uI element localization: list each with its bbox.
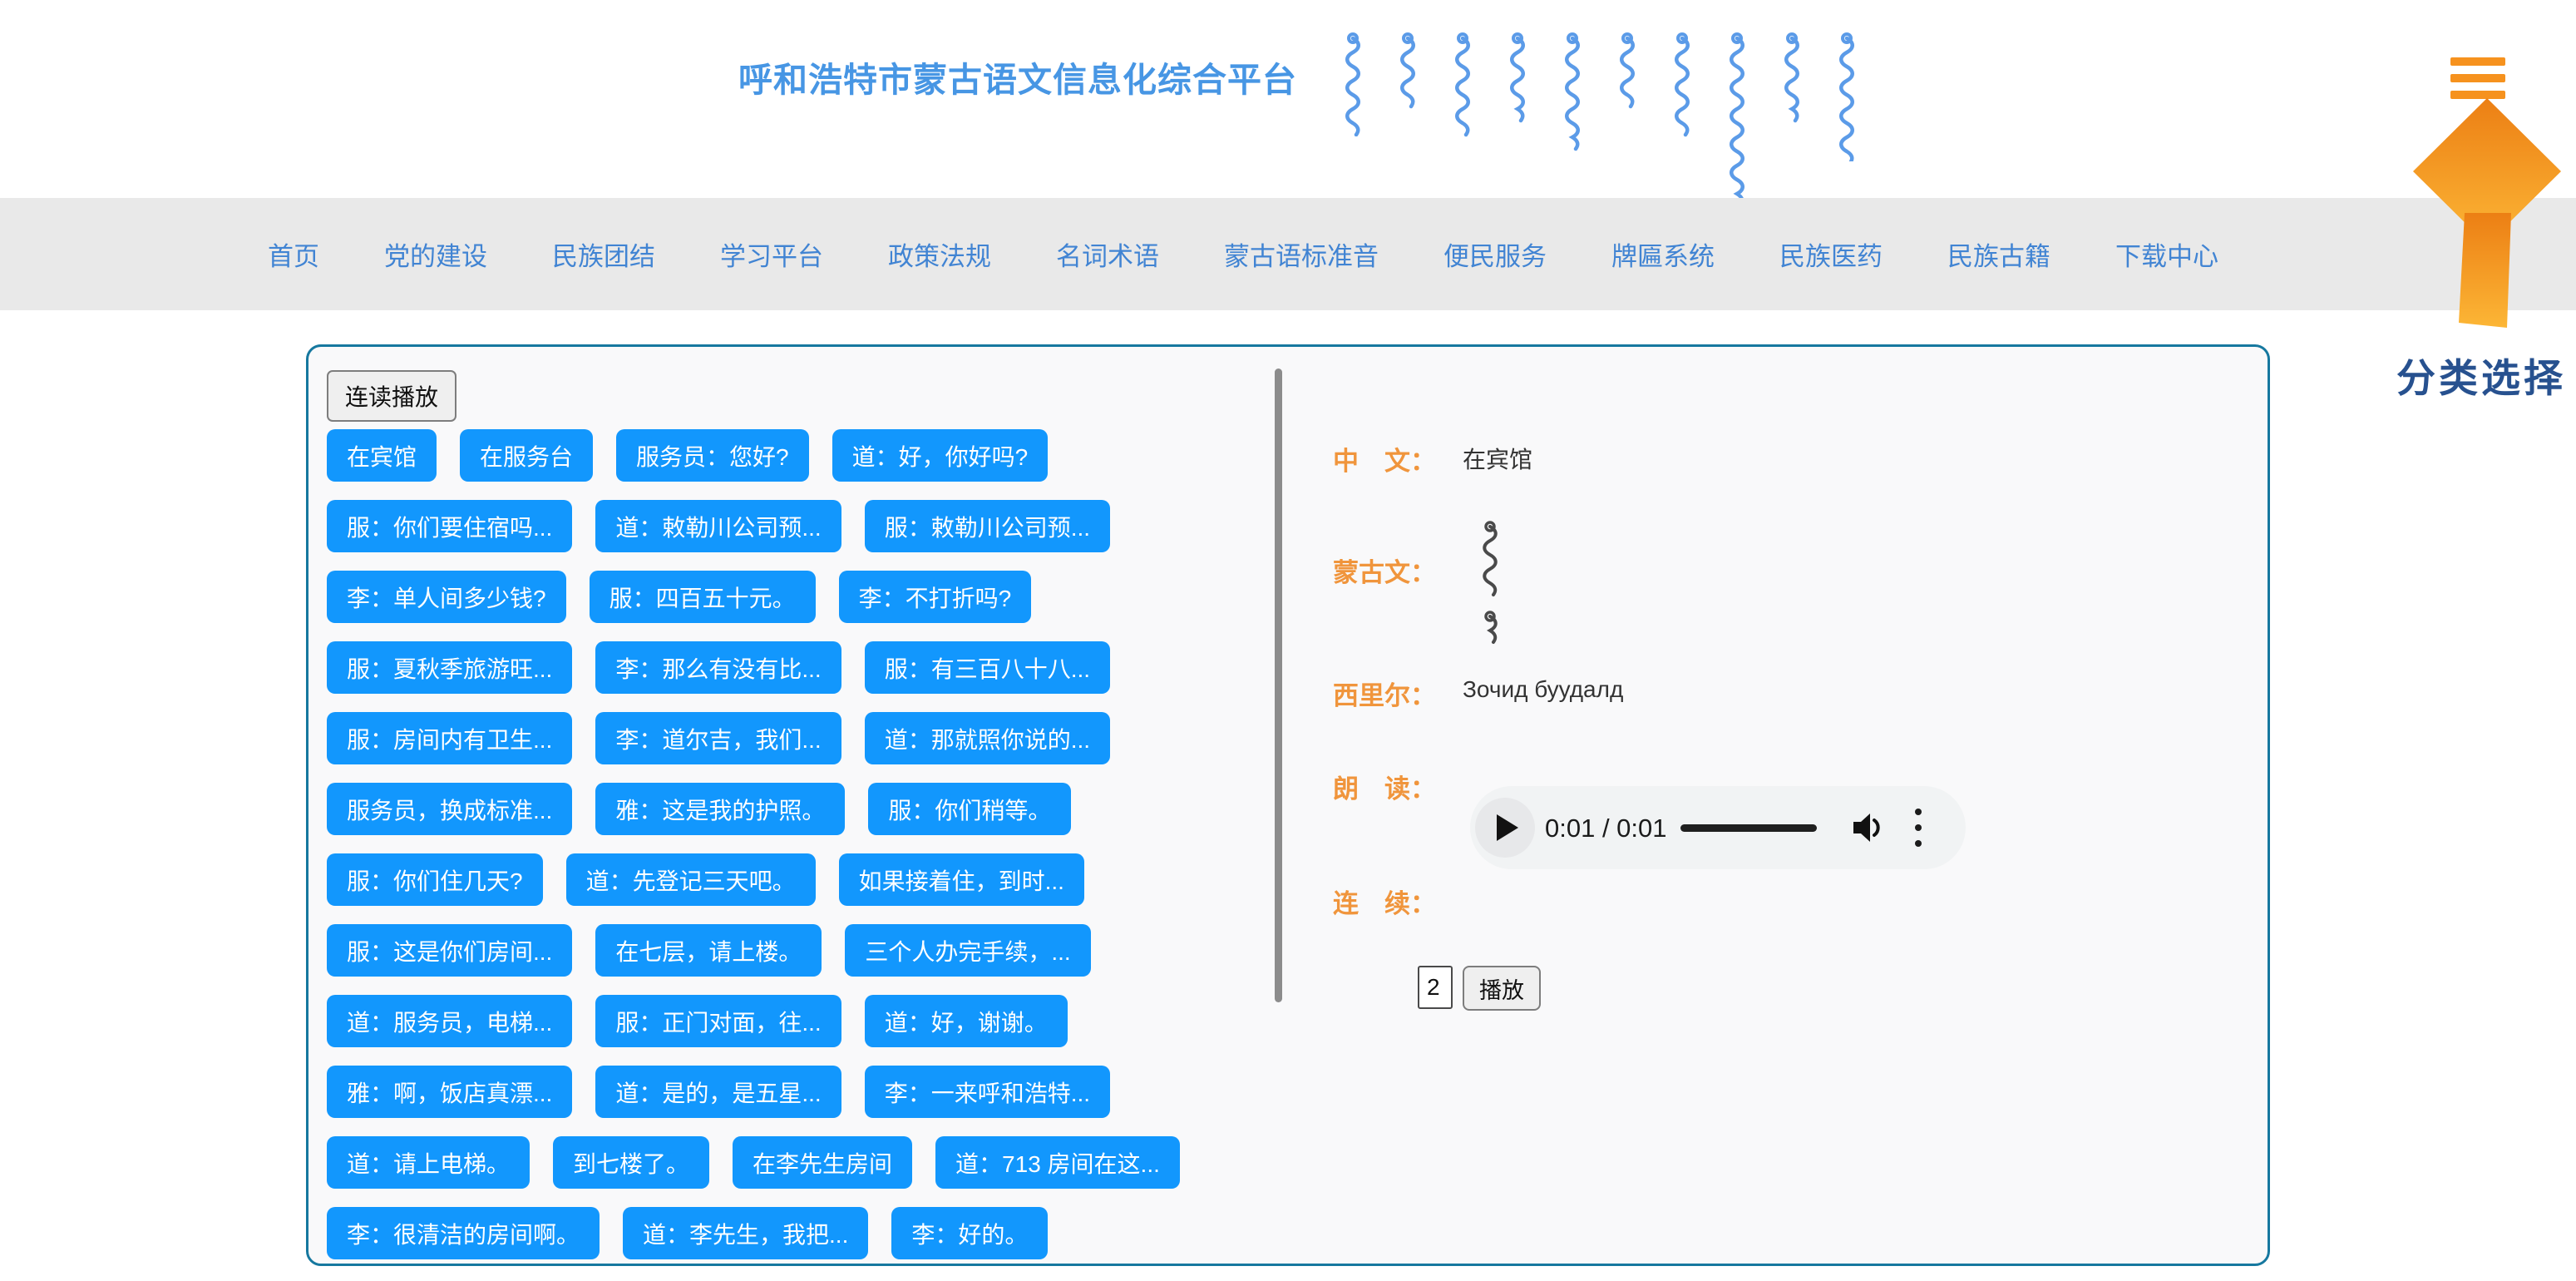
phrase-button[interactable]: 服：正门对面，往... [595, 995, 841, 1047]
phrase-button[interactable]: 服务员，换成标准... [327, 783, 573, 835]
arrow-up-icon [2411, 96, 2563, 335]
main-navbar: 首页 党的建设 民族团结 学习平台 政策法规 名词术语 蒙古语标准音 便民服务 牌匾系统 民族医药… [0, 198, 2576, 310]
phrase-button[interactable]: 道：那就照你说的... [864, 712, 1111, 764]
phrase-button[interactable]: 到七楼了。 [553, 1136, 710, 1189]
phrase-row: 服务员，换成标准... 雅：这是我的护照。服：你们稍等。 [327, 783, 1180, 835]
panel-divider [1275, 368, 1282, 1002]
repeat-count-input[interactable] [1418, 966, 1453, 1009]
continuous-label: 连 续： [1333, 889, 1436, 918]
nav-item-3[interactable]: 民族团结 [552, 242, 655, 271]
phrase-button[interactable]: 在七层，请上楼。 [595, 924, 822, 977]
phrase-button[interactable]: 三个人办完手续，... [845, 924, 1091, 977]
phrase-button[interactable]: 在宾馆 [327, 429, 437, 482]
audio-time: 0:01 / 0:01 [1545, 814, 1667, 843]
phrase-row: 在宾馆在服务台服务员：您好? 道：好，你好吗? [327, 429, 1180, 482]
phrase-button[interactable]: 道：好，你好吗? [832, 429, 1049, 482]
phrase-row: 服：你们要住宿吗... 道：敕勒川公司预... 服：敕勒川公司预... [327, 500, 1180, 552]
cyrillic-value: Зочид буудалд [1463, 676, 1624, 702]
phrase-row: 道：服务员，电梯... 服：正门对面，往... 道：好，谢谢。 [327, 995, 1180, 1047]
continuous-play-button[interactable]: 播放 [1463, 966, 1541, 1011]
phrase-button[interactable]: 李：那么有没有比... [595, 641, 841, 694]
nav-item-12[interactable]: 下载中心 [2115, 242, 2218, 271]
phrase-button[interactable]: 雅：啊，饭店真漂... [327, 1066, 573, 1118]
reading-label: 朗 读： [1333, 774, 1436, 804]
audio-progress-bar[interactable] [1680, 824, 1817, 832]
hamburger-menu-icon[interactable] [2450, 57, 2505, 99]
phrase-button[interactable]: 服：敕勒川公司预... [864, 500, 1111, 552]
audio-player: 0:01 / 0:01 [1470, 786, 1966, 869]
phrase-button[interactable]: 道：先登记三天吧。 [565, 853, 816, 906]
phrase-button[interactable]: 李：不打折吗? [838, 571, 1032, 623]
phrase-button[interactable]: 服务员：您好? [616, 429, 809, 482]
phrase-row: 李：很清洁的房间啊。道：李先生，我把... 李：好的。 [327, 1207, 1180, 1259]
phrase-row: 服：你们住几天? 道：先登记三天吧。如果接着住，到时... [327, 853, 1180, 906]
nav-item-7[interactable]: 蒙古语标准音 [1224, 242, 1379, 271]
phrase-button[interactable]: 服：这是你们房间... [327, 924, 573, 977]
nav-item-10[interactable]: 民族医药 [1779, 242, 1883, 271]
volume-icon[interactable] [1848, 809, 1885, 850]
play-all-button[interactable]: 连读播放 [327, 370, 457, 422]
nav-item-8[interactable]: 便民服务 [1443, 242, 1547, 271]
phrase-button[interactable]: 雅：这是我的护照。 [595, 783, 846, 835]
category-select-label: 分类选择 [2396, 356, 2566, 400]
phrase-button[interactable]: 道：敕勒川公司预... [595, 500, 841, 552]
phrase-button[interactable]: 如果接着住，到时... [838, 853, 1084, 906]
nav-list: 首页 党的建设 民族团结 学习平台 政策法规 名词术语 蒙古语标准音 便民服务 牌匾系统 民族医药… [0, 235, 2218, 273]
phrase-list: 在宾馆在服务台服务员：您好? 道：好，你好吗? 服：你们要住宿吗... 道：敕勒川公司… [327, 429, 1180, 1278]
mongolian-label: 蒙古文： [1333, 558, 1436, 587]
phrase-button[interactable]: 道：服务员，电梯... [327, 995, 573, 1047]
phrase-button[interactable]: 服：有三百八十八... [864, 641, 1111, 694]
phrase-button[interactable]: 道：请上电梯。 [327, 1136, 530, 1189]
phrase-row: 服：房间内有卫生... 李：道尔吉，我们... 道：那就照你说的... [327, 712, 1180, 764]
nav-item-9[interactable]: 牌匾系统 [1611, 242, 1715, 271]
phrase-button[interactable]: 李：单人间多少钱? [327, 571, 566, 623]
phrase-row: 雅：啊，饭店真漂... 道：是的，是五星... 李：一来呼和浩特... [327, 1066, 1180, 1118]
chinese-label: 中 文： [1333, 447, 1436, 476]
kebab-menu-icon[interactable] [1915, 809, 1922, 847]
phrase-button[interactable]: 道：是的，是五星... [595, 1066, 841, 1118]
phrase-button[interactable]: 服：你们稍等。 [868, 783, 1072, 835]
site-title: 呼和浩特市蒙古语文信息化综合平台 [738, 61, 1297, 99]
phrase-button[interactable]: 道：好，谢谢。 [864, 995, 1068, 1047]
phrase-button[interactable]: 李：很清洁的房间啊。 [327, 1207, 600, 1259]
play-icon[interactable] [1475, 798, 1535, 858]
mongolian-value-script [1478, 520, 1503, 653]
phrase-button[interactable]: 服：夏秋季旅游旺... [327, 641, 573, 694]
phrase-button[interactable]: 在李先生房间 [733, 1136, 913, 1189]
site-header: 呼和浩特市蒙古语文信息化综合平台 [0, 0, 2576, 206]
phrase-button[interactable]: 服：你们住几天? [327, 853, 543, 906]
phrase-button[interactable]: 道：李先生，我把... [623, 1207, 869, 1259]
phrase-button[interactable]: 道：713 房间在这... [935, 1136, 1180, 1189]
nav-item-2[interactable]: 党的建设 [384, 242, 487, 271]
brand: 呼和浩特市蒙古语文信息化综合平台 [738, 32, 1859, 206]
nav-item-1[interactable]: 首页 [268, 242, 319, 271]
phrase-button[interactable]: 服：四百五十元。 [589, 571, 816, 623]
phrase-row: 李：单人间多少钱? 服：四百五十元。李：不打折吗? [327, 571, 1180, 623]
phrase-button[interactable]: 李：好的。 [891, 1207, 1049, 1259]
phrase-panel: 连读播放 在宾馆在服务台服务员：您好?道：好，你好吗?服：你们要住宿吗...道：… [306, 344, 2270, 1266]
phrase-button[interactable]: 在服务台 [460, 429, 594, 482]
nav-item-6[interactable]: 名词术语 [1056, 242, 1159, 271]
phrase-button[interactable]: 李：一来呼和浩特... [864, 1066, 1111, 1118]
phrase-row: 道：请上电梯。到七楼了。在李先生房间道：713 房间在这... [327, 1136, 1180, 1189]
nav-item-11[interactable]: 民族古籍 [1947, 242, 2050, 271]
chinese-value: 在宾馆 [1463, 447, 1533, 472]
nav-item-4[interactable]: 学习平台 [720, 242, 823, 271]
phrase-button[interactable]: 服：房间内有卫生... [327, 712, 573, 764]
nav-item-5[interactable]: 政策法规 [888, 242, 991, 271]
phrase-row: 服：夏秋季旅游旺... 李：那么有没有比... 服：有三百八十八... [327, 641, 1180, 694]
phrase-button[interactable]: 李：道尔吉，我们... [595, 712, 841, 764]
mongolian-script-decoration [1340, 32, 1859, 206]
phrase-row: 服：这是你们房间... 在七层，请上楼。三个人办完手续，... [327, 924, 1180, 977]
cyrillic-label: 西里尔： [1333, 681, 1436, 710]
phrase-button[interactable]: 服：你们要住宿吗... [327, 500, 573, 552]
